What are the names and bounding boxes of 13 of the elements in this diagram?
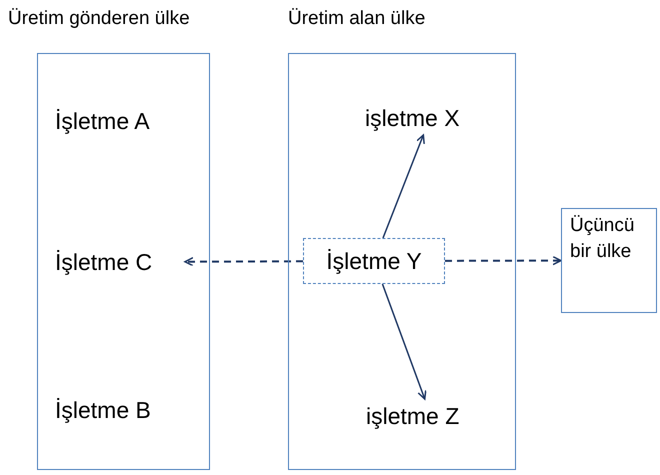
arrow — [445, 256, 562, 266]
country-box: Üçüncü bir ülke — [561, 208, 657, 313]
company-label: işletme X — [365, 101, 495, 135]
arrow — [382, 134, 425, 238]
company-label: işletme Z — [366, 399, 496, 433]
company-box: İşletme Y — [303, 238, 445, 284]
panel-heading: Üretim alan ülke — [288, 8, 426, 30]
company-label: İşletme B — [55, 393, 185, 427]
company-label: İşletme C — [55, 245, 185, 279]
arrow — [382, 284, 426, 400]
panel-heading: Üretim gönderen ülke — [8, 8, 190, 30]
company-label: İşletme A — [55, 104, 185, 138]
arrow — [184, 256, 303, 266]
